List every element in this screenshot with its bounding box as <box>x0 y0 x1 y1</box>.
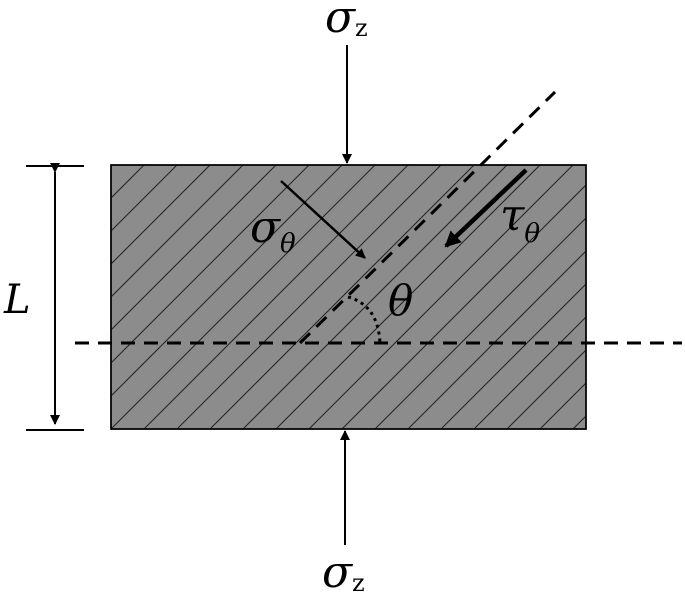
hatch-line <box>143 165 409 429</box>
specimen-outline <box>110 164 587 430</box>
length-label: L <box>3 277 31 323</box>
sigma-z-bottom-subscript: z <box>352 569 365 597</box>
hatch-line <box>242 165 508 429</box>
hatch-line <box>111 165 211 265</box>
inclined-plane <box>298 90 557 345</box>
hatch-line <box>111 165 277 331</box>
sigma-theta-label: σθ <box>250 202 296 259</box>
angle-arc <box>347 295 382 344</box>
hatch-line <box>341 184 586 429</box>
hatch-line <box>440 283 586 429</box>
angle-label: θ <box>388 276 413 325</box>
hatch-line <box>506 349 586 429</box>
hatch-line <box>111 165 310 364</box>
shear-stress-arrow <box>444 168 528 248</box>
sigma-theta-symbol: σ <box>250 202 282 253</box>
hatch-line <box>111 165 343 397</box>
tau-theta-label: τθ <box>500 190 540 249</box>
hatch-lines <box>111 165 685 429</box>
normal-stress-arrow <box>280 180 366 259</box>
hatch-line <box>176 165 442 429</box>
tau-theta-symbol: τ <box>500 190 525 241</box>
sigma-z-bottom-label: σz <box>322 547 365 598</box>
hatch-line <box>275 165 541 429</box>
sigma-z-top-label: σz <box>325 0 368 43</box>
hatch-line <box>308 165 574 429</box>
sigma-z-bottom-symbol: σ <box>322 547 354 598</box>
hatch-line <box>572 415 586 429</box>
hatch-line <box>111 165 178 232</box>
hatch-line <box>374 217 586 429</box>
hatch-line <box>407 250 586 429</box>
hatch-line <box>539 382 586 429</box>
sigma-z-top-subscript: z <box>355 14 368 42</box>
hatch-line <box>209 165 475 429</box>
sigma-theta-subscript: θ <box>280 229 296 259</box>
tau-theta-subscript: θ <box>524 219 540 249</box>
hatch-line <box>606 165 685 429</box>
hatch-line <box>111 165 244 298</box>
sigma-z-top-symbol: σ <box>325 0 357 43</box>
hatch-line <box>473 316 586 429</box>
hatch-line <box>111 165 376 429</box>
